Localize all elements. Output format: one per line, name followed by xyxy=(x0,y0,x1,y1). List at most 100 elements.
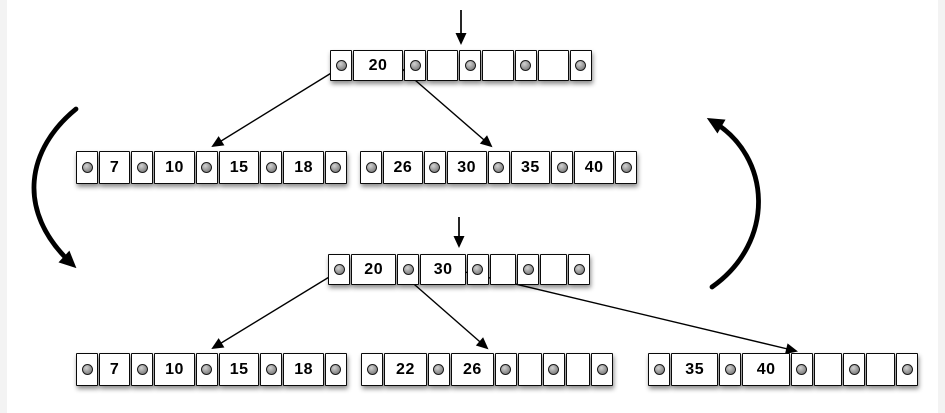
node-top-leaf-right: 26 30 35 40 xyxy=(360,151,637,184)
pointer-dot-icon xyxy=(429,162,441,173)
empty-key-cell xyxy=(813,353,843,386)
pointer-slot xyxy=(131,353,154,386)
pointer-dot-icon xyxy=(366,364,378,375)
pointer-slot xyxy=(494,353,517,386)
node-bottom-leaf-right: 35 40 xyxy=(648,353,919,386)
pointer-dot-icon xyxy=(433,364,445,375)
pointer-dot-icon xyxy=(330,364,342,375)
pointer-dot-icon xyxy=(201,364,213,375)
pointer-slot xyxy=(517,254,540,285)
pointer-dot-icon xyxy=(620,162,632,173)
key-cell: 35 xyxy=(671,353,719,386)
pointer-slot xyxy=(648,353,670,386)
pointer-dot-icon xyxy=(522,264,534,275)
pointer-slot xyxy=(843,353,866,386)
pointer-dot-icon xyxy=(796,364,808,375)
pointer-slot xyxy=(466,254,489,285)
key-cell: 7 xyxy=(99,353,131,386)
key-cell: 35 xyxy=(510,151,551,184)
pointer-slot xyxy=(131,151,154,184)
transform-arrow-left-down xyxy=(31,106,79,269)
pointer-dot-icon xyxy=(500,364,512,375)
pointer-slot xyxy=(397,254,420,285)
key-cell: 15 xyxy=(218,353,260,386)
key-cell: 26 xyxy=(383,151,423,184)
pointer-dot-icon xyxy=(136,364,148,375)
node-bottom-leaf-left: 7 10 15 18 xyxy=(76,353,347,386)
pointer-dot-icon xyxy=(575,60,587,71)
key-cell: 10 xyxy=(154,353,195,386)
key-cell: 40 xyxy=(574,151,614,184)
pointer-dot-icon xyxy=(573,264,585,275)
empty-key-cell xyxy=(866,353,896,386)
pointer-slot xyxy=(591,353,614,386)
pointer-slot xyxy=(896,353,919,386)
key-cell: 30 xyxy=(446,151,487,184)
key-cell: 15 xyxy=(218,151,260,184)
pointer-dot-icon xyxy=(464,60,476,71)
pointer-slot xyxy=(423,151,446,184)
pointer-slot xyxy=(195,151,218,184)
pointer-slot xyxy=(330,50,352,81)
key-cell: 30 xyxy=(420,254,466,285)
pointer-slot xyxy=(790,353,813,386)
transform-arrow-right-up xyxy=(706,117,761,290)
node-top-root: 20 xyxy=(330,50,592,81)
pointer-slot xyxy=(719,353,742,386)
pointer-slot xyxy=(542,353,565,386)
pointer-slot xyxy=(615,151,637,184)
pointer-dot-icon xyxy=(201,162,213,173)
empty-key-cell xyxy=(565,353,591,386)
pointer-dot-icon xyxy=(901,364,913,375)
page-left-edge xyxy=(0,0,7,413)
pointer-slot xyxy=(487,151,510,184)
pointer-dot-icon xyxy=(333,264,345,275)
pointer-dot-icon xyxy=(81,364,93,375)
empty-key-cell xyxy=(537,50,569,81)
pointer-slot xyxy=(260,353,283,386)
empty-key-cell xyxy=(489,254,517,285)
key-cell: 18 xyxy=(283,151,324,184)
pointer-dot-icon xyxy=(596,364,608,375)
pointer-slot xyxy=(427,353,450,386)
pointer-dot-icon xyxy=(409,60,421,71)
pointer-slot xyxy=(568,254,591,285)
pointer-dot-icon xyxy=(848,364,860,375)
pointer-dot-icon xyxy=(653,364,665,375)
pointer-dot-icon xyxy=(472,264,484,275)
key-cell: 40 xyxy=(742,353,790,386)
pointer-dot-icon xyxy=(493,162,504,173)
pointer-dot-icon xyxy=(265,364,277,375)
pointer-slot xyxy=(569,50,592,81)
pointer-dot-icon xyxy=(136,162,148,173)
empty-key-cell xyxy=(517,353,542,386)
pointer-dot-icon xyxy=(724,364,736,375)
edge-top-root-to-left-leaf xyxy=(211,66,342,148)
pointer-slot xyxy=(551,151,574,184)
pointer-slot xyxy=(76,151,98,184)
empty-key-cell xyxy=(427,50,459,81)
pointer-slot xyxy=(459,50,482,81)
key-cell: 10 xyxy=(154,151,195,184)
pointer-slot xyxy=(328,254,350,285)
pointer-slot xyxy=(260,151,283,184)
pointer-slot xyxy=(360,151,382,184)
empty-key-cell xyxy=(540,254,568,285)
pointer-slot xyxy=(324,353,347,386)
pointer-slot xyxy=(76,353,98,386)
pointer-slot xyxy=(514,50,537,81)
key-cell: 20 xyxy=(351,254,397,285)
edge-bottom-root-to-left-leaf xyxy=(211,270,340,350)
key-cell: 22 xyxy=(384,353,427,386)
pointer-dot-icon xyxy=(81,162,93,173)
pointer-slot xyxy=(404,50,427,81)
pointer-dot-icon xyxy=(365,162,377,173)
pointer-dot-icon xyxy=(556,162,568,173)
key-cell: 18 xyxy=(283,353,324,386)
key-cell: 20 xyxy=(353,50,404,81)
pointer-slot xyxy=(324,151,347,184)
pointer-dot-icon xyxy=(520,60,532,71)
